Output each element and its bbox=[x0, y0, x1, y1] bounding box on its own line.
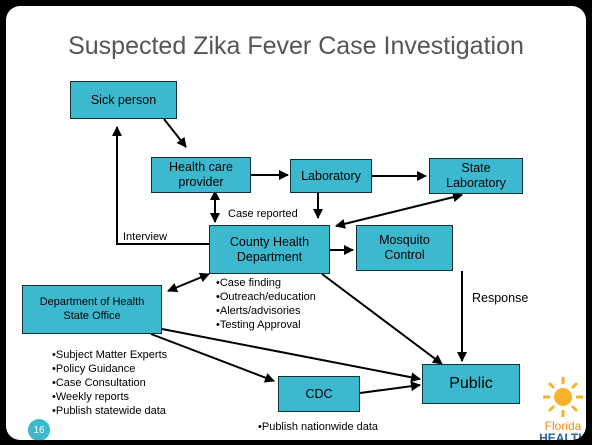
list-item: Outreach/education bbox=[216, 290, 316, 304]
arrow-statelab-county bbox=[335, 192, 463, 229]
list-item: Publish statewide data bbox=[52, 404, 167, 418]
box-sick-person: Sick person bbox=[70, 81, 177, 119]
list-state-office-tasks: Subject Matter Experts Policy Guidance C… bbox=[52, 348, 167, 418]
arrow-sick-to-provider bbox=[163, 118, 187, 148]
list-county-tasks: Case finding Outreach/education Alerts/a… bbox=[216, 276, 316, 332]
label-response: Response bbox=[472, 291, 529, 305]
list-cdc-tasks: Publish nationwide data bbox=[258, 420, 378, 434]
arrow-stateoffice-to-cdc bbox=[150, 333, 275, 383]
label-interview: Interview bbox=[123, 231, 168, 243]
slide: Suspected Zika Fever Case Investigation bbox=[6, 6, 586, 440]
arrow-cdc-to-public bbox=[359, 381, 421, 394]
box-doh-state-office: Department of Health State Office bbox=[22, 285, 162, 334]
box-county-health-department: County Health Department bbox=[209, 225, 330, 274]
page-title: Suspected Zika Fever Case Investigation bbox=[68, 32, 524, 60]
box-laboratory: Laboratory bbox=[290, 159, 372, 193]
label-case-reported: Case reported bbox=[228, 208, 298, 220]
flow-arrows bbox=[112, 118, 467, 394]
arrow-county-stateoffice bbox=[167, 272, 210, 293]
box-cdc: CDC bbox=[278, 376, 360, 412]
box-public: Public bbox=[422, 364, 520, 404]
arrow-stateoffice-to-public bbox=[161, 328, 421, 383]
box-state-laboratory: State Laboratory bbox=[429, 158, 523, 194]
logo-text-line1: Florida bbox=[545, 419, 582, 433]
list-item: Case Consultation bbox=[52, 376, 167, 390]
box-health-care-provider: Health care provider bbox=[151, 157, 251, 193]
list-item: Testing Approval bbox=[216, 318, 316, 332]
box-mosquito-control: Mosquito Control bbox=[356, 225, 453, 271]
page-number: 16 bbox=[28, 419, 50, 440]
list-item: Weekly reports bbox=[52, 390, 167, 404]
sun-icon bbox=[543, 377, 583, 417]
florida-health-logo: Florida HEALTH bbox=[539, 377, 586, 440]
arrow-interview bbox=[112, 126, 209, 245]
arrow-county-to-public bbox=[321, 273, 443, 365]
logo-text-line2: HEALTH bbox=[539, 431, 586, 440]
list-item: Publish nationwide data bbox=[258, 420, 378, 434]
list-item: Alerts/advisories bbox=[216, 304, 316, 318]
list-item: Policy Guidance bbox=[52, 362, 167, 376]
list-item: Subject Matter Experts bbox=[52, 348, 167, 362]
list-item: Case finding bbox=[216, 276, 316, 290]
